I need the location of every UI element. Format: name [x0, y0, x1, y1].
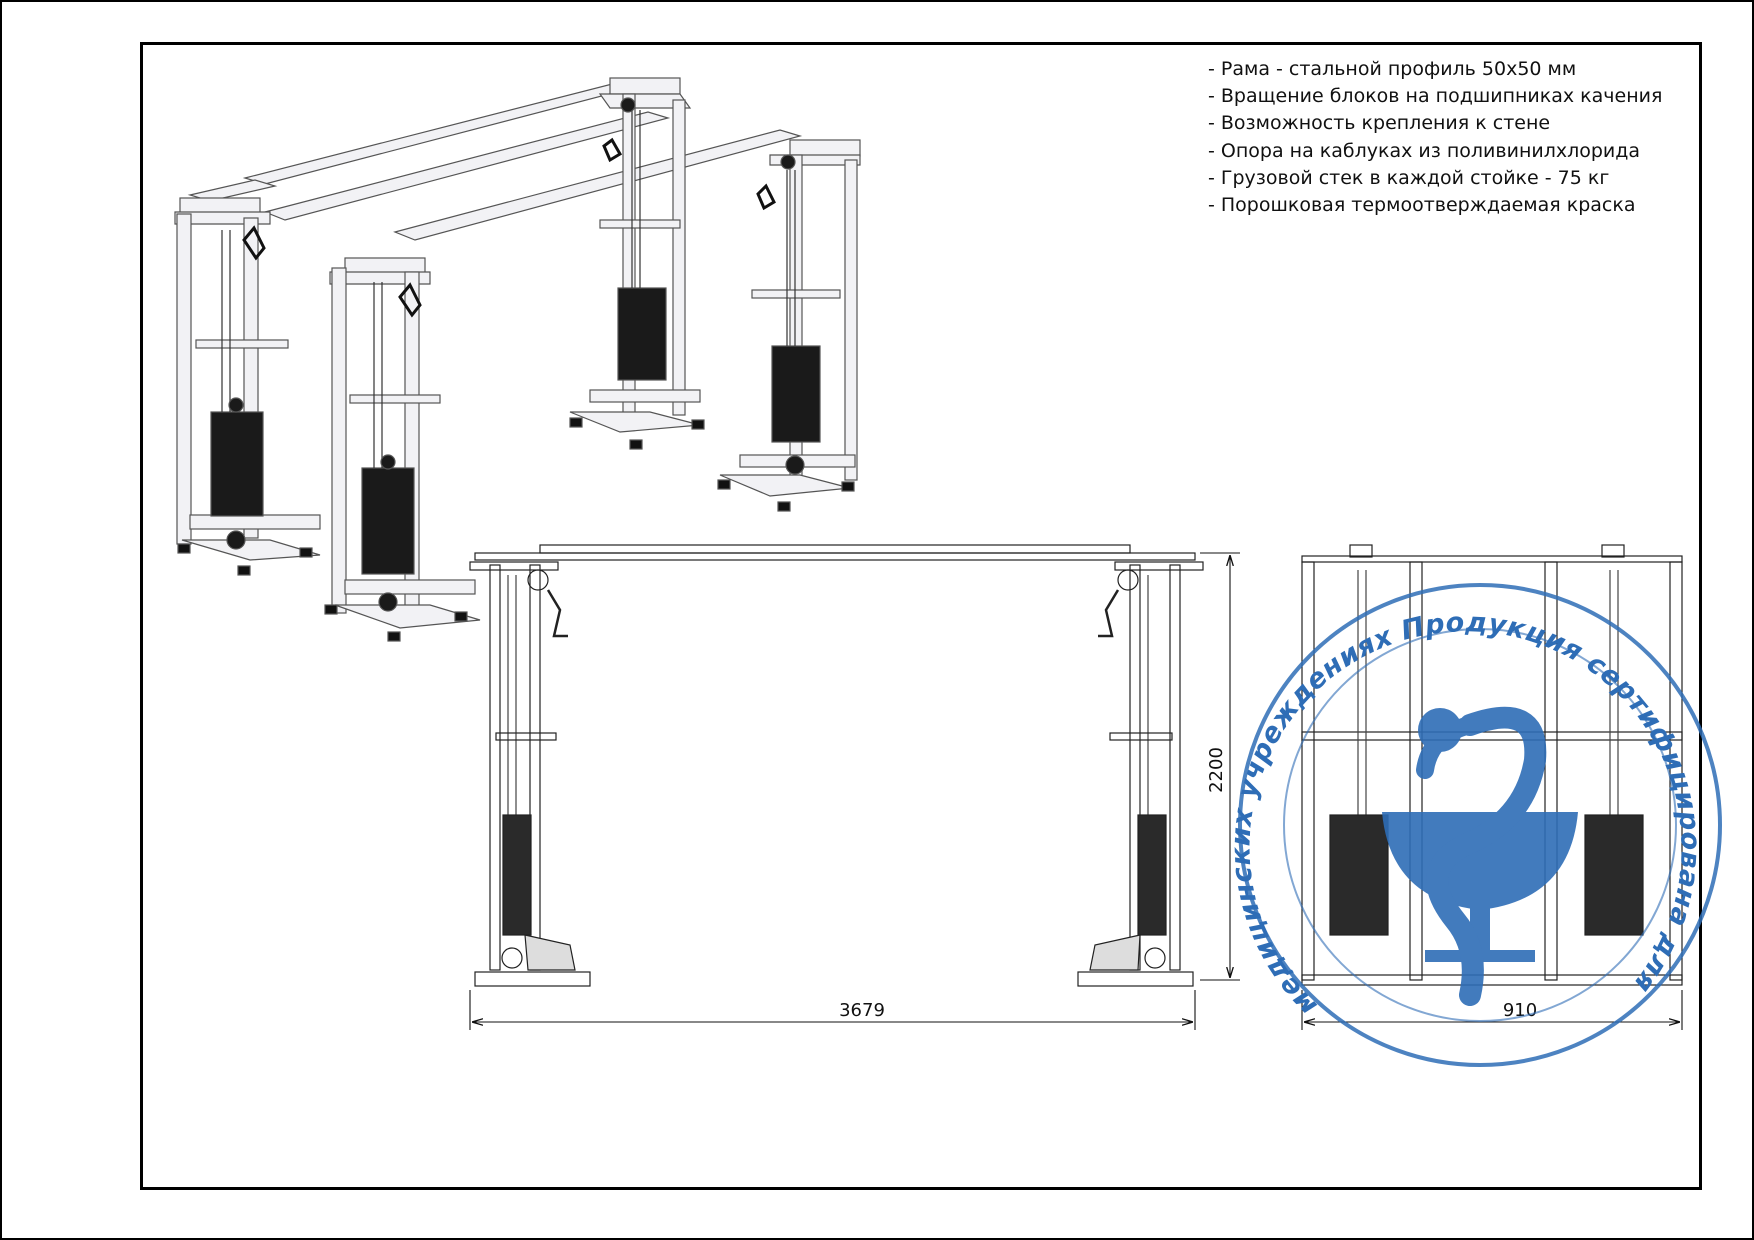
drawing-frame	[140, 42, 1702, 1190]
isometric-view	[174, 77, 861, 642]
height-dimension-label: 2200	[1206, 747, 1227, 793]
front-view	[469, 544, 1204, 987]
isometric-tower	[569, 93, 705, 450]
spec-item: - Порошковая термоотверждаемая краска	[1208, 194, 1636, 217]
isometric-tower	[176, 213, 321, 576]
isometric-tower	[717, 154, 858, 512]
spec-list: - Рама - стальной профиль 50х50 мм - Вра…	[1208, 56, 1662, 219]
isometric-tower	[324, 267, 481, 642]
side-view	[1301, 544, 1683, 986]
spec-item: - Рама - стальной профиль 50х50 мм	[1208, 58, 1577, 80]
spec-item: - Возможность крепления к стене	[1208, 112, 1551, 135]
spec-item: - Грузовой стек в каждой стойке - 75 кг	[1208, 166, 1610, 189]
spec-item: - Опора на каблуках из поливинилхлорида	[1208, 139, 1641, 162]
bowl-of-hygieia-icon	[1382, 706, 1578, 1006]
width-dimension-label: 3679	[839, 1000, 885, 1021]
spec-item: - Вращение блоков на подшипниках качения	[1208, 85, 1663, 108]
